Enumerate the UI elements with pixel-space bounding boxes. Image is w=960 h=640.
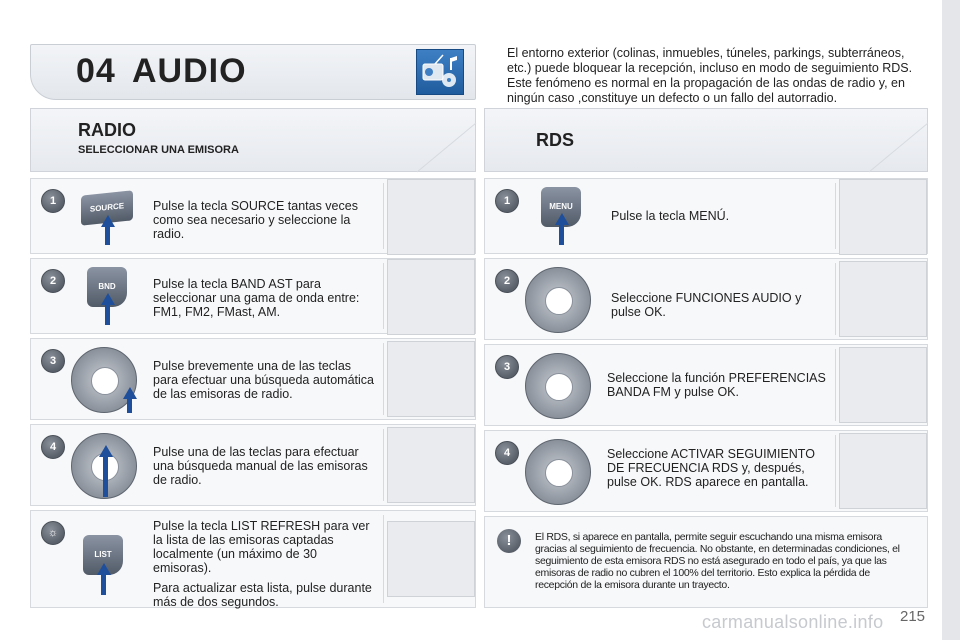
chapter-title: AUDIO	[132, 52, 247, 90]
console-thumbnail	[839, 179, 927, 255]
chapter-number: 04	[76, 52, 116, 90]
console-thumbnail	[387, 521, 475, 597]
step-badge: 1	[41, 189, 65, 213]
step-badge: 3	[41, 349, 65, 373]
step-badge: 4	[495, 441, 519, 465]
step-text: Pulse la tecla MENÚ.	[611, 209, 730, 223]
step-text: Pulse la tecla BAND AST para seleccionar…	[153, 277, 360, 319]
page-number: 215	[900, 608, 926, 625]
console-thumbnail	[387, 427, 475, 503]
step-badge: 2	[41, 269, 65, 293]
dpad-icon	[525, 267, 591, 333]
console-thumbnail	[839, 433, 927, 509]
page-edge-strip	[942, 0, 960, 640]
step-text: Pulse la tecla SOURCE tantas veces como …	[153, 199, 358, 241]
press-arrow-icon	[559, 223, 564, 245]
warning-icon: !	[497, 529, 521, 553]
rds-step-1: 1 MENU Pulse la tecla MENÚ.	[484, 178, 928, 255]
radio-step-list: ☼ LIST Pulse la tecla LIST REFRESH para …	[30, 510, 476, 609]
rds-step-2: 2 Seleccione FUNCIONES AUDIO y pulse OK.	[484, 258, 928, 340]
chapter-header	[30, 44, 476, 100]
step-text: Pulse brevemente una de las teclas para …	[153, 359, 374, 401]
rds-note: ! El RDS, si aparece en pantalla, permit…	[484, 516, 928, 608]
intro-paragraph: El entorno exterior (colinas, inmuebles,…	[507, 46, 913, 105]
radio-music-icon	[416, 49, 464, 95]
watermark: carmanualsonline.info	[702, 612, 884, 632]
radio-step-1: 1 SOURCE Pulse la tecla SOURCE tantas ve…	[30, 178, 476, 255]
radio-title: RADIO	[78, 120, 136, 140]
press-arrow-icon	[105, 303, 110, 325]
rds-title: RDS	[536, 130, 575, 150]
step-badge: 2	[495, 269, 519, 293]
step-text: Seleccione ACTIVAR SEGUIMIENTO DE FRECUE…	[607, 447, 815, 489]
radio-step-4: 4 Pulse una de las teclas para efectuar …	[30, 424, 476, 506]
rds-section-header	[484, 108, 929, 173]
console-thumbnail	[387, 179, 475, 255]
rds-step-3: 3 Seleccione la función PREFERENCIAS BAN…	[484, 344, 928, 426]
step-text: Pulse una de las teclas para efectuar un…	[153, 445, 368, 487]
press-arrow-icon	[127, 397, 132, 413]
radio-step-2: 2 BND Pulse la tecla BAND AST para selec…	[30, 258, 476, 335]
press-arrow-icon	[103, 455, 108, 497]
radio-subtitle: SELECCIONAR UNA EMISORA	[78, 144, 239, 156]
console-thumbnail	[839, 347, 927, 423]
console-thumbnail	[387, 259, 475, 335]
step-text: Pulse la tecla LIST REFRESH para ver la …	[153, 519, 372, 609]
radio-section-header	[30, 108, 477, 173]
dpad-icon	[525, 353, 591, 419]
radio-step-3: 3 Pulse brevemente una de las teclas par…	[30, 338, 476, 420]
press-arrow-icon	[105, 225, 110, 245]
step-text: Seleccione FUNCIONES AUDIO y pulse OK.	[611, 291, 802, 319]
rds-step-4: 4 Seleccione ACTIVAR SEGUIMIENTO DE FREC…	[484, 430, 928, 512]
press-arrow-icon	[101, 573, 106, 595]
console-thumbnail	[839, 261, 927, 337]
console-thumbnail	[387, 341, 475, 417]
tip-badge: ☼	[41, 521, 65, 545]
note-text: El RDS, si aparece en pantalla, permite …	[535, 531, 900, 591]
step-badge: 3	[495, 355, 519, 379]
step-text: Seleccione la función PREFERENCIAS BANDA…	[607, 371, 826, 399]
step-badge: 4	[41, 435, 65, 459]
dpad-icon	[71, 347, 137, 413]
dpad-icon	[525, 439, 591, 505]
step-badge: 1	[495, 189, 519, 213]
